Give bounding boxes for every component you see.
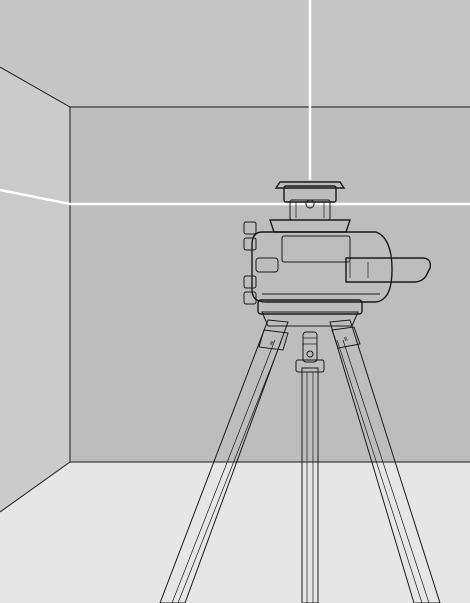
left-side-wall <box>0 67 70 512</box>
tripod-leg-left <box>159 319 289 603</box>
device-handle <box>345 257 432 283</box>
tripod-center-column <box>301 367 319 603</box>
tripod: ∞ ∞ <box>159 311 441 603</box>
tripod-leg-right <box>329 319 441 603</box>
rotary-laser-device <box>243 181 432 315</box>
ceiling <box>0 0 470 107</box>
leg-marking-right: ∞ <box>341 335 351 343</box>
laser-projection-lines <box>0 0 470 206</box>
device-band-left <box>255 257 279 273</box>
laser-aperture <box>305 199 315 209</box>
device-base-plate <box>257 299 363 315</box>
tripod-leg-left-clamp <box>258 329 289 351</box>
device-front-panel <box>281 235 351 263</box>
device-body <box>251 231 393 303</box>
center-column-collar <box>295 359 325 373</box>
tripod-head <box>261 311 359 327</box>
rotating-head <box>283 185 337 203</box>
horizontal-laser-line <box>0 188 470 206</box>
plumb-hook <box>306 350 314 358</box>
center-column-crank <box>302 331 318 363</box>
device-knob <box>243 221 257 235</box>
tripod-leg-right-clamp <box>331 326 361 349</box>
floor <box>0 462 470 603</box>
leg-marking-left: ∞ <box>267 339 277 347</box>
back-wall <box>70 107 470 462</box>
rotating-head-cap <box>274 181 346 189</box>
